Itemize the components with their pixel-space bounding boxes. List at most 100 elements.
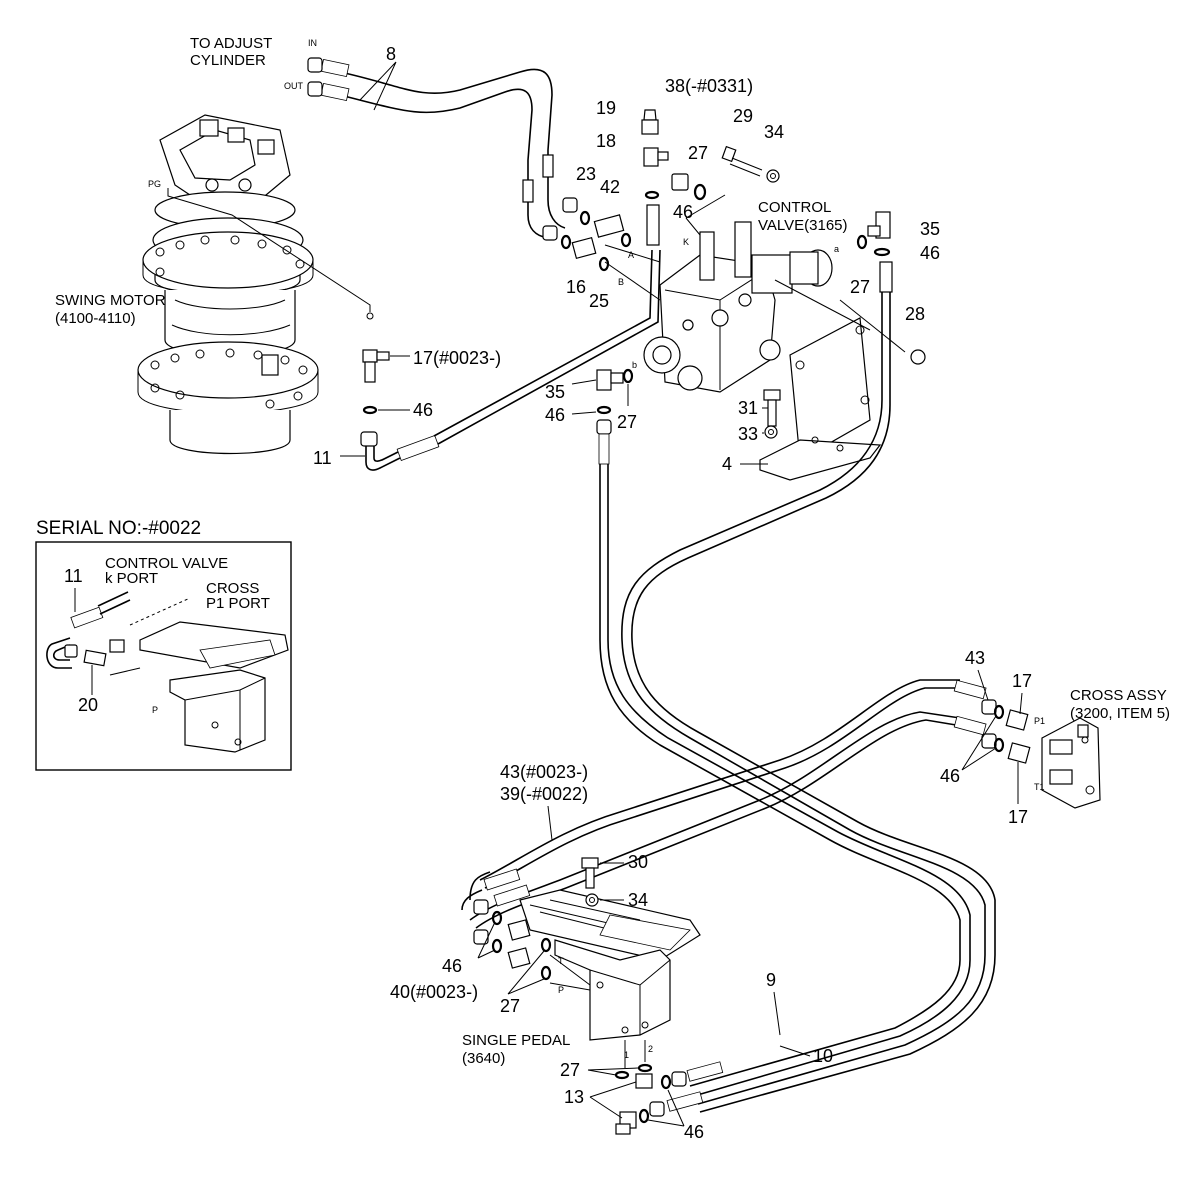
pg-port-plug <box>366 312 374 320</box>
label-18: 18 <box>596 131 616 151</box>
label-port-1: 1 <box>624 1050 629 1060</box>
inset-serial-box <box>35 541 292 771</box>
label-port-out: OUT <box>284 81 304 91</box>
oring-23-b <box>560 234 572 250</box>
nut-28 <box>910 349 926 365</box>
label-46-left: 46 <box>545 405 565 425</box>
label-27-top: 27 <box>688 143 708 163</box>
oring-46-pedal-b <box>491 938 503 954</box>
label-cross-assy-2: (3200, ITEM 5) <box>1070 705 1170 722</box>
fitting-35-left <box>596 369 624 391</box>
label-28: 28 <box>905 304 925 324</box>
hose-9-10-ends <box>649 1061 724 1117</box>
label-inset-cv-1: CONTROL VALVE <box>105 555 228 572</box>
label-38: 38(-#0331) <box>665 76 753 96</box>
label-43-39-b: 39(-#0022) <box>500 784 588 804</box>
label-46-right: 46 <box>920 243 940 263</box>
fitting-13 <box>615 1073 653 1135</box>
label-31: 31 <box>738 398 758 418</box>
leader-k <box>685 194 726 236</box>
oring-27-left <box>622 368 634 384</box>
oring-46-swing <box>362 405 378 415</box>
oring-23-a <box>579 210 591 226</box>
oring-27-right <box>856 234 868 250</box>
label-46-pedal: 46 <box>442 956 462 976</box>
label-port-a-small: a <box>834 244 839 254</box>
hose-8 <box>307 57 578 241</box>
label-43: 43 <box>965 648 985 668</box>
label-35-right: 35 <box>920 219 940 239</box>
washer-34-top <box>766 169 780 183</box>
fitting-16 <box>571 236 597 260</box>
label-29: 29 <box>733 106 753 126</box>
label-control-valve-1: CONTROL <box>758 199 831 216</box>
fitting-35-right <box>867 211 891 239</box>
label-inset-cross-1: CROSS <box>206 580 259 597</box>
label-control-valve-2: VALVE(3165) <box>758 217 848 234</box>
oring-27-pedal-b <box>540 965 552 981</box>
swing-motor <box>137 114 319 455</box>
fitting-17-cross <box>1005 709 1031 764</box>
bolt-29 <box>721 145 763 177</box>
oring-46-pedal-a <box>491 910 503 926</box>
label-17-cross-top: 17 <box>1012 671 1032 691</box>
label-inset-p: P <box>152 705 158 715</box>
hose-from-valve <box>596 261 996 1113</box>
label-pg: PG <box>148 179 161 189</box>
label-11: 11 <box>313 448 332 468</box>
label-46-bottom: 46 <box>684 1122 704 1142</box>
label-19: 19 <box>596 98 616 118</box>
label-port-in: IN <box>308 38 317 48</box>
label-to-adjust-1: TO ADJUST <box>190 35 272 52</box>
label-inset-cross-2: P1 PORT <box>206 595 270 612</box>
label-33: 33 <box>738 424 758 444</box>
label-port-p1: P1 <box>1034 716 1045 726</box>
leader-a-port <box>604 244 661 263</box>
label-16: 16 <box>566 277 586 297</box>
cross-assy <box>1041 717 1101 809</box>
label-serial-title: SERIAL NO:-#0022 <box>36 518 201 539</box>
label-port-t1: T1 <box>1034 782 1045 792</box>
oring-27-bottom-a <box>614 1070 630 1080</box>
label-27-left: 27 <box>617 412 637 432</box>
label-inset-cv-2: k PORT <box>105 570 158 587</box>
label-port-B: B <box>618 277 624 287</box>
oring-46-cross-b <box>993 737 1005 753</box>
leader-bracket-bolt <box>774 279 871 331</box>
oring-46-left <box>596 405 612 415</box>
fitting-38 <box>671 173 689 191</box>
washer-33 <box>764 425 778 439</box>
label-34-pedal: 34 <box>628 890 648 910</box>
control-valve <box>643 221 833 393</box>
label-27-pedal: 27 <box>500 996 520 1016</box>
label-8: 8 <box>386 44 396 64</box>
single-pedal <box>519 889 701 1041</box>
oring-27-top <box>693 183 707 201</box>
label-23: 23 <box>576 164 596 184</box>
label-30: 30 <box>628 852 648 872</box>
label-17-swing: 17(#0023-) <box>413 348 501 368</box>
fitting-19 <box>641 109 659 135</box>
label-cross-assy-1: CROSS ASSY <box>1070 687 1167 704</box>
label-40: 40(#0023-) <box>390 982 478 1002</box>
fitting-42 <box>593 214 625 238</box>
oring-46-bottom-a <box>660 1074 672 1090</box>
label-single-pedal-1: SINGLE PEDAL <box>462 1032 570 1049</box>
label-17-cross-bottom: 17 <box>1008 807 1028 827</box>
fitting-40-a <box>507 919 531 941</box>
leader-pg <box>167 188 371 312</box>
fitting-40-b <box>507 947 531 969</box>
label-35-left: 35 <box>545 382 565 402</box>
label-9: 9 <box>766 970 776 990</box>
label-inset-20: 20 <box>78 695 98 715</box>
leader-8 <box>359 61 397 111</box>
label-swing-motor-2: (4100-4110) <box>55 310 136 327</box>
label-10: 10 <box>813 1046 833 1066</box>
oring-27-pedal-a <box>540 937 552 953</box>
label-port-b-small: b <box>632 360 637 370</box>
fitting-17-swing <box>362 349 390 383</box>
oring-25-a <box>620 232 632 248</box>
oring-27-bottom-b <box>637 1063 653 1073</box>
label-port-k: K <box>683 237 689 247</box>
